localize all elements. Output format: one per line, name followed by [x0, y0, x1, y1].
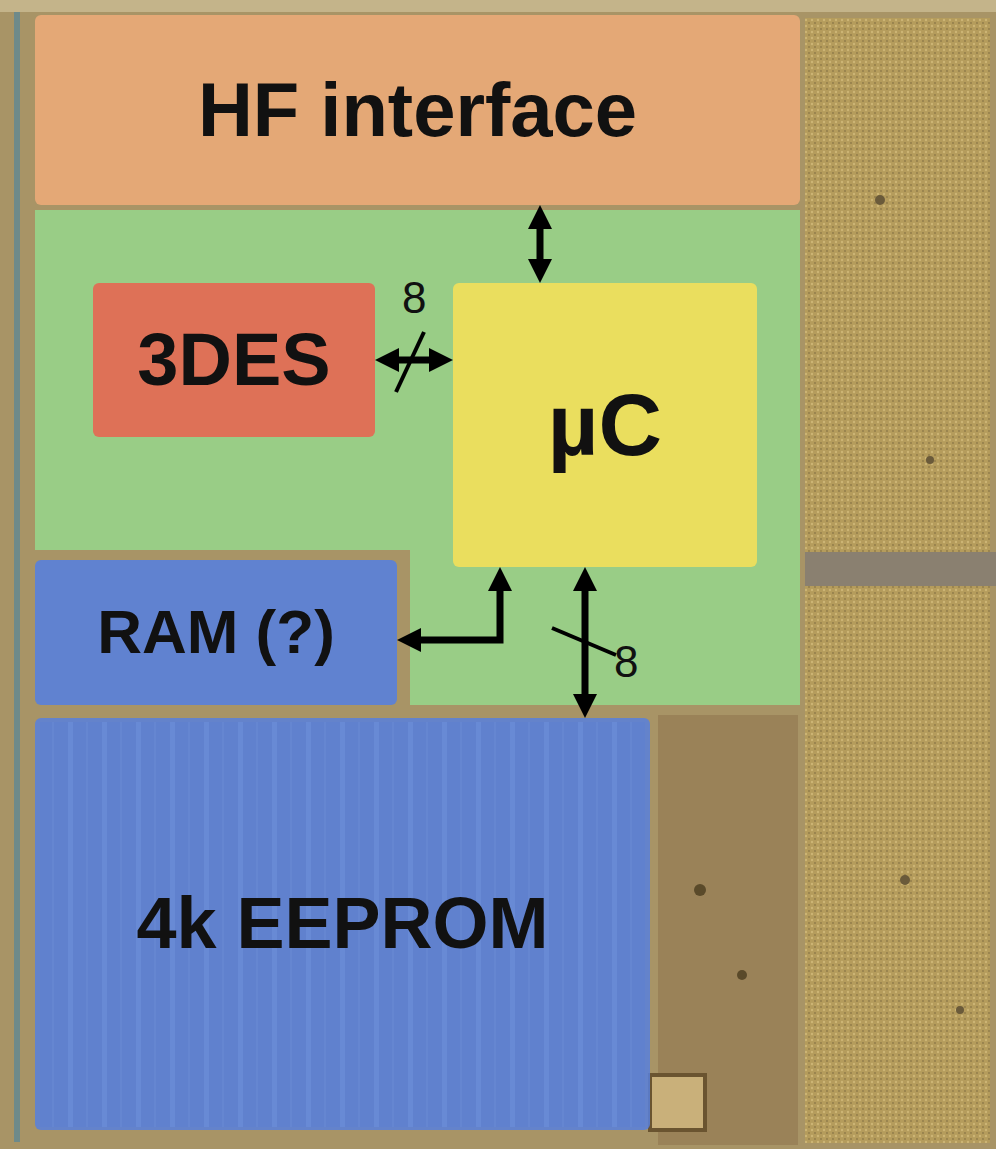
block-label: 4k EEPROM — [136, 884, 548, 963]
crypto-block: 3DES — [93, 283, 375, 437]
interface-block: HF interface — [35, 15, 800, 205]
memory-block: RAM (?) — [35, 560, 397, 705]
bus-arrow — [413, 583, 500, 640]
bus-arrow — [582, 583, 589, 702]
block-label: 3DES — [137, 319, 330, 400]
block-label: µC — [548, 377, 662, 474]
memory-block: 4k EEPROM — [35, 718, 650, 1130]
block-label: HF interface — [198, 68, 637, 152]
bus-arrow — [391, 357, 437, 364]
cpu-block: µC — [453, 283, 757, 567]
bus-arrow — [537, 221, 544, 267]
block-label: RAM (?) — [97, 598, 335, 666]
bus-width: 8 — [614, 640, 638, 684]
bus-width: 8 — [402, 276, 426, 320]
